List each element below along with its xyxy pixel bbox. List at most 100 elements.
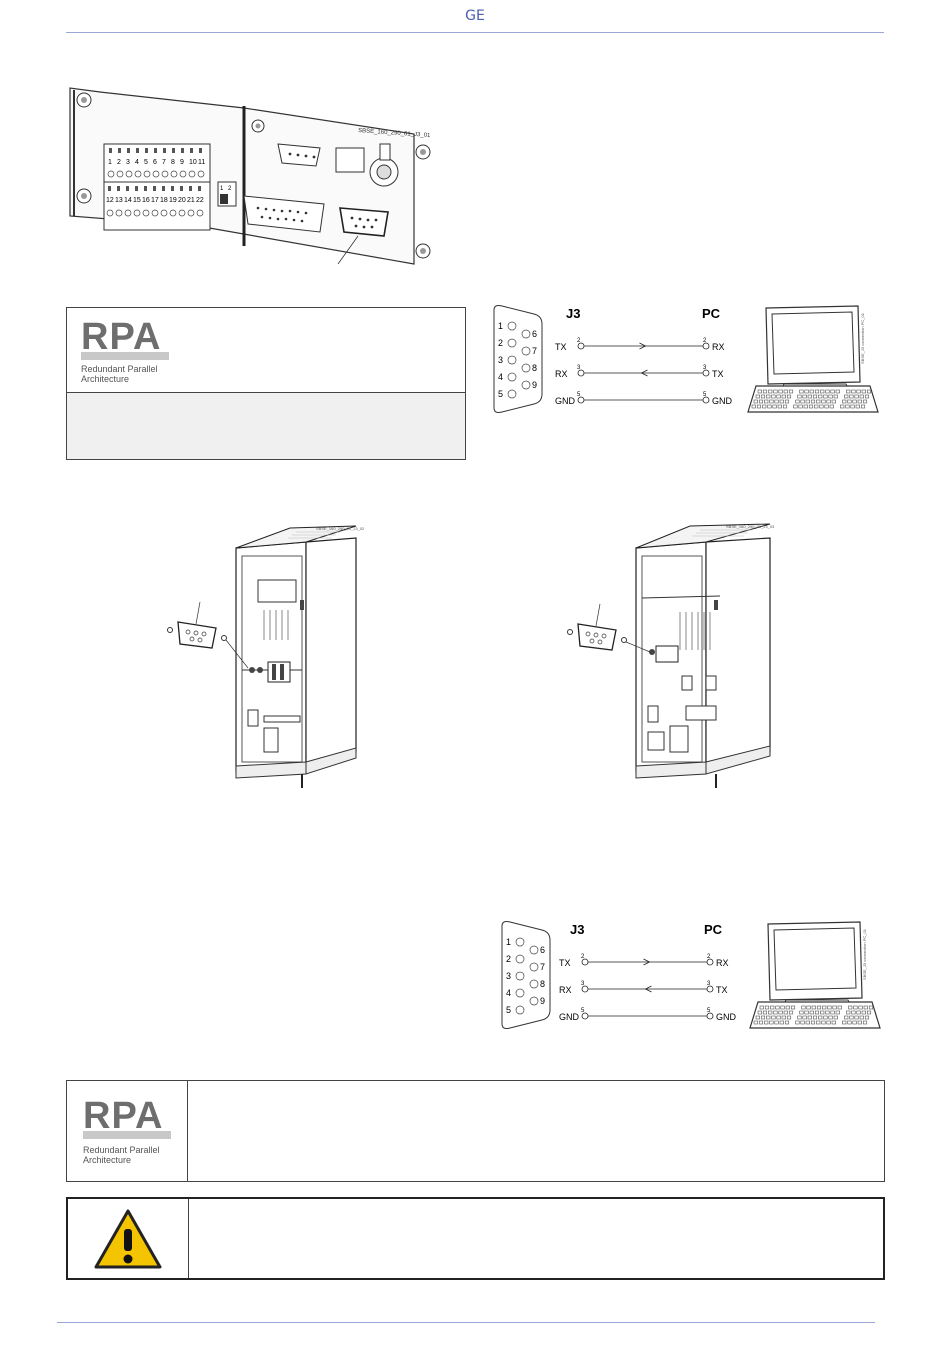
pin-label-2: 2 [506, 954, 511, 964]
rpa-logo-area: RPA Redundant Parallel Architecture [67, 1081, 188, 1181]
arrow-left-icon [640, 369, 648, 377]
cabinet-drawing-1: SBSE_160_290_01_J3_02 [160, 520, 370, 790]
warning-icon-area [68, 1199, 189, 1278]
pc-code-label: SBSE_J3 connection PC_01 [860, 312, 865, 364]
pin-label-4: 4 [506, 988, 511, 998]
warning-triangle-icon [94, 1209, 162, 1269]
right-signal-gnd: GND [712, 396, 733, 406]
left-pin-num: 5 [577, 392, 581, 398]
terminal-label-17: 17 [151, 197, 159, 204]
rpa-note-box-1: RPA Redundant Parallel Architecture [66, 307, 466, 460]
terminal-label-2: 2 [117, 159, 121, 166]
pin-label-7: 7 [532, 346, 537, 356]
pin-label-2: 2 [498, 338, 503, 348]
terminal-label-3: 3 [126, 159, 130, 166]
rpa-note-body [67, 393, 465, 459]
left-pin-num: 3 [577, 365, 581, 371]
pin-label-6: 6 [540, 945, 545, 955]
rpa-logo: RPA [81, 316, 162, 358]
terminal-label-13: 13 [115, 197, 123, 204]
pin-label-8: 8 [540, 979, 545, 989]
pc-label: PC [704, 922, 723, 937]
pin-label-9: 9 [540, 996, 545, 1006]
left-signal-rx: RX [555, 369, 568, 379]
left-pin-num: 2 [577, 338, 581, 344]
terminal-label-1: 1 [108, 159, 112, 166]
arrow-left-icon [644, 985, 652, 993]
terminal-label-19: 19 [169, 197, 177, 204]
pin-label-1: 1 [506, 937, 511, 947]
pin-label-3: 3 [498, 355, 503, 365]
right-pin-num: 2 [703, 338, 707, 344]
rpa-subtitle-line1: Redundant Parallel [81, 364, 158, 374]
right-pin-num: 3 [703, 365, 707, 371]
pc-computer-icon: SBSE_J3 connection PC_01 [747, 305, 879, 413]
rpa-logo-area: RPA Redundant Parallel Architecture [67, 308, 465, 393]
warning-note-box [66, 1197, 885, 1280]
arrow-right-icon [639, 342, 647, 350]
left-signal-tx: TX [555, 342, 567, 352]
rpa-logo-bar [83, 1131, 171, 1139]
right-pin-num: 3 [707, 981, 711, 987]
pin-label-8: 8 [532, 363, 537, 373]
pc-label: PC [702, 306, 721, 321]
pin-label-4: 4 [498, 372, 503, 382]
rpa-logo: RPA [83, 1095, 164, 1137]
rpa-subtitle-line2: Architecture [81, 374, 130, 384]
header-brand: GE [465, 8, 485, 24]
left-pin-num: 5 [581, 1008, 585, 1014]
pin-label-1: 1 [498, 321, 503, 331]
terminal-label-4: 4 [135, 159, 139, 166]
pin-label-9: 9 [532, 380, 537, 390]
panel-code-label: SBSE_160_290_01_J3_01 [358, 128, 431, 139]
terminal-label-12: 12 [106, 197, 114, 204]
pin-label-6: 6 [532, 329, 537, 339]
right-pin-num: 2 [707, 954, 711, 960]
terminal-label-11: 11 [198, 159, 205, 166]
left-pin-num: 3 [581, 981, 585, 987]
right-pin-num: 5 [707, 1008, 711, 1014]
terminal-label-14: 14 [124, 197, 132, 204]
right-signal-gnd: GND [716, 1012, 737, 1022]
j3-label: J3 [570, 922, 584, 937]
terminal-label-7: 7 [162, 159, 166, 166]
terminal-label-15: 15 [133, 197, 141, 204]
j3-label: J3 [566, 306, 580, 321]
header-divider [66, 32, 884, 33]
pc-computer-icon: SBSE_J3 connection PC_01 [749, 921, 881, 1029]
arrow-right-icon [643, 958, 651, 966]
terminal-label-21: 21 [187, 197, 195, 204]
left-pin-num: 2 [581, 954, 585, 960]
terminal-label-16: 16 [142, 197, 150, 204]
right-signal-rx: RX [712, 342, 725, 352]
right-signal-tx: TX [712, 369, 724, 379]
left-signal-rx: RX [559, 985, 572, 995]
rpa-note-box-2: RPA Redundant Parallel Architecture [66, 1080, 885, 1182]
rpa-subtitle-line2: Architecture [83, 1155, 132, 1165]
cabinet-drawing-2: SBSE_160_290_01_J3_03 [560, 520, 780, 790]
terminal-label-8: 8 [171, 159, 175, 166]
cabinet-2-code: SBSE_160_290_01_J3_03 [726, 524, 775, 529]
left-signal-gnd: GND [555, 396, 576, 406]
left-signal-tx: TX [559, 958, 571, 968]
pin-label-5: 5 [498, 389, 503, 399]
switch-number-1: 1 [220, 186, 224, 192]
pin-label-3: 3 [506, 971, 511, 981]
pc-code-label: SBSE_J3 connection PC_01 [862, 928, 867, 980]
right-signal-rx: RX [716, 958, 729, 968]
right-pin-num: 5 [703, 392, 707, 398]
terminal-label-5: 5 [144, 159, 148, 166]
terminal-label-10: 10 [189, 159, 197, 166]
switch-number-2: 2 [228, 186, 232, 192]
pin-label-7: 7 [540, 962, 545, 972]
terminal-label-20: 20 [178, 197, 186, 204]
cabinet-1-code: SBSE_160_290_01_J3_02 [316, 526, 365, 531]
terminal-label-22: 22 [196, 197, 204, 204]
